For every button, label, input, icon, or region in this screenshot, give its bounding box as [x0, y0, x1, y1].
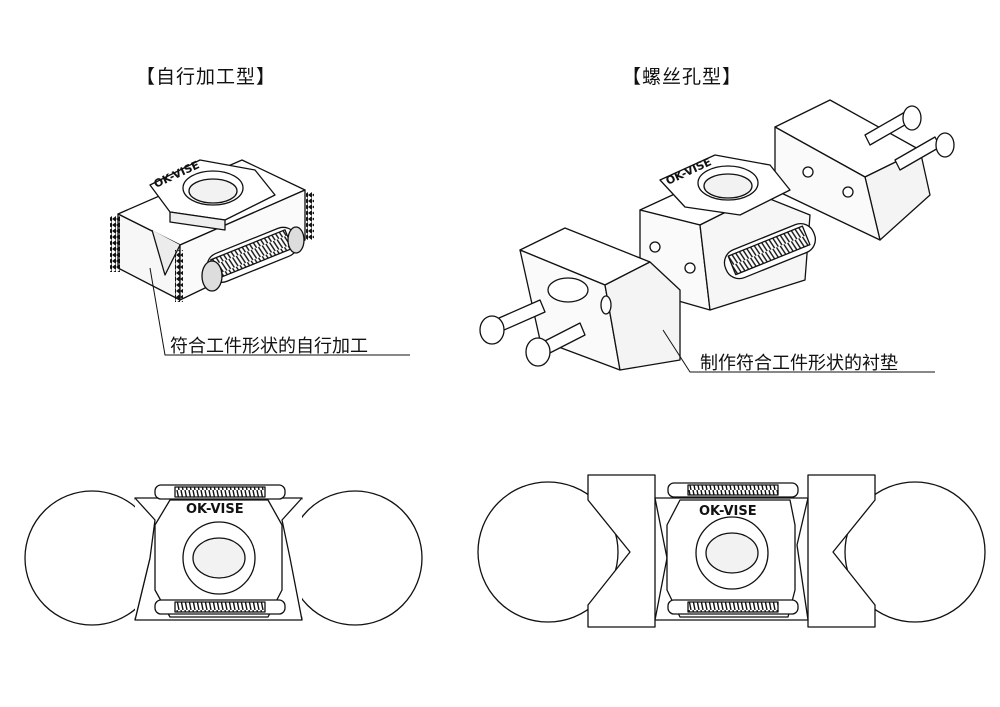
- callout-screw-hole: 制作符合工件形状的衬垫: [700, 353, 898, 374]
- self-machining-top-view: OK-VISE: [24, 484, 423, 626]
- brand-label-3: OK-VISE: [186, 502, 244, 517]
- title-screw-hole: 【螺丝孔型】: [622, 66, 743, 88]
- screw-hole-clamp-iso: OK-VISE: [479, 99, 955, 371]
- screw-hole-top-view: OK-VISE: [477, 474, 986, 628]
- brand-label-4: OK-VISE: [699, 504, 757, 519]
- title-self-machining: 【自行加工型】: [136, 66, 277, 88]
- callout-self-machining: 符合工件形状的自行加工: [170, 336, 368, 357]
- self-machining-clamp-iso: OK-VISE: [110, 158, 314, 302]
